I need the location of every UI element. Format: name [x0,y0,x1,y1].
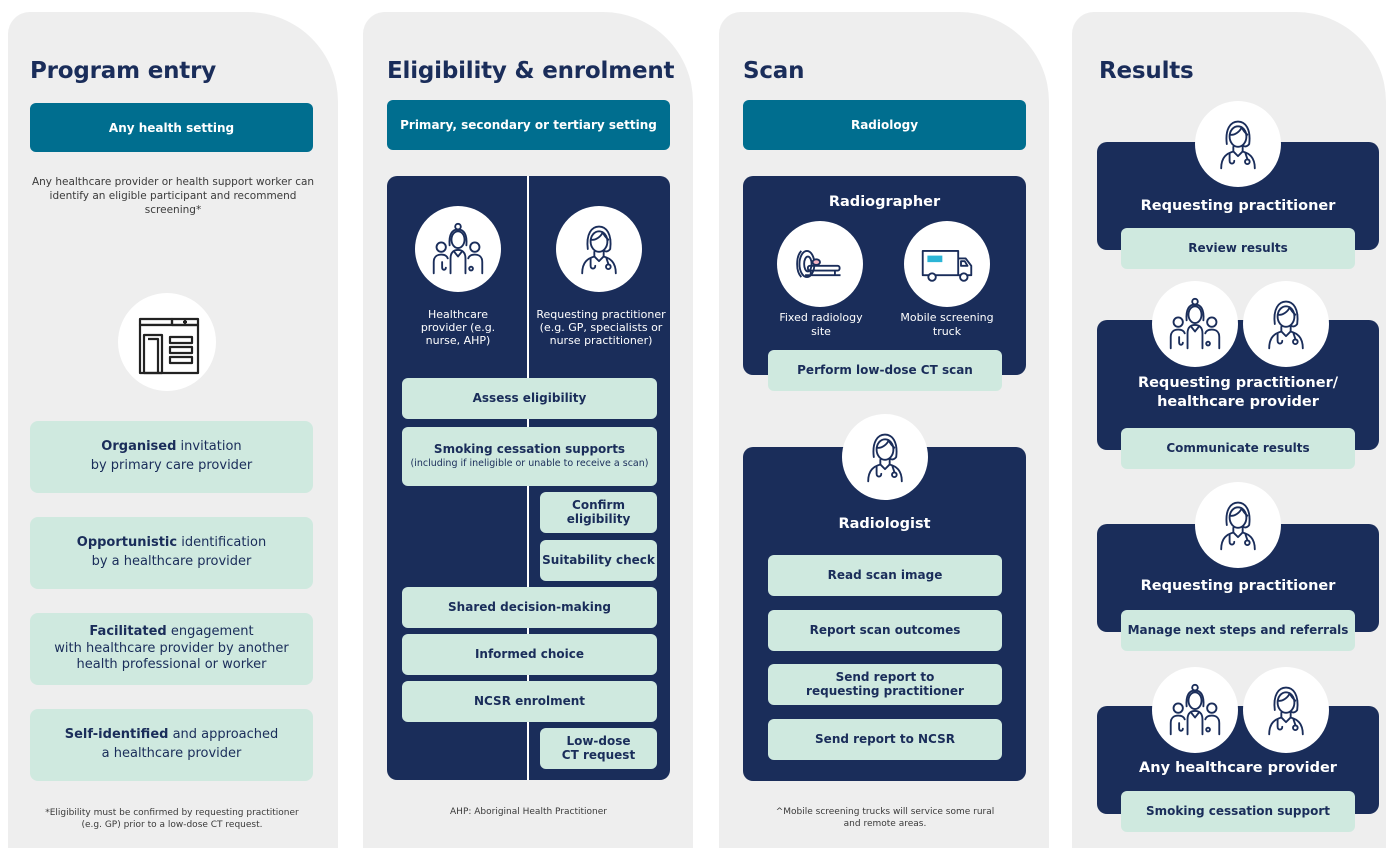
pathway-facilitated: Facilitated engagement with healthcare p… [30,613,313,685]
any-health-setting-banner: Any health setting [30,103,313,152]
manage-next-steps-step: Manage next steps and referrals [1121,610,1355,651]
healthcare-provider-label: Healthcare provider (e.g. nurse, AHP) [420,308,496,348]
eligibility-footnote: AHP: Aboriginal Health Practitioner [450,807,607,817]
screening-truck-icon [904,221,990,307]
entry-footnote: *Eligibility must be confirmed by reques… [45,808,299,831]
send-report-ncsr-step: Send report to NCSR [768,719,1002,760]
radiographer-title: Radiographer [828,194,941,210]
perform-ct-scan-step: Perform low-dose CT scan [768,350,1002,391]
smoking-cessation-supports-step: Smoking cessation supports (including if… [402,427,657,486]
program-entry-title: Program entry [30,58,217,84]
communicate-results-step: Communicate results [1121,428,1355,469]
low-dose-ct-request-step: Low-dose CT request [540,728,657,769]
suitability-check-step: Suitability check [540,540,657,581]
mobile-screening-truck-label: Mobile screening truck [900,311,994,338]
entry-description: Any healthcare provider or health suppor… [31,176,315,217]
results-doctor-icon-3 [1195,482,1281,568]
review-results-step: Review results [1121,228,1355,269]
read-scan-image-step: Read scan image [768,555,1002,596]
eligibility-title: Eligibility & enrolment [387,58,675,84]
pathway-self-identified: Self-identified and approached a healthc… [30,709,313,781]
radiologist-title: Radiologist [838,516,931,532]
hospital-building-icon [118,293,216,391]
ncsr-enrolment-step: NCSR enrolment [402,681,657,722]
informed-choice-step: Informed choice [402,634,657,675]
results-title: Results [1099,58,1194,84]
requesting-practitioner-label: Requesting practitioner (e.g. GP, specia… [536,308,666,348]
results-doctor-icon-4 [1243,667,1329,753]
send-report-practitioner-step: Send report to requesting practitioner [768,664,1002,705]
scan-footnote: ^Mobile screening trucks will service so… [775,807,995,830]
shared-decision-making-step: Shared decision-making [402,587,657,628]
radiologist-doctor-icon [842,414,928,500]
results-role-2: Requesting practitioner/ healthcare prov… [1137,375,1339,410]
group-icon [415,206,501,292]
fixed-radiology-site-label: Fixed radiology site [779,311,863,338]
smoking-cessation-support-step: Smoking cessation support [1121,791,1355,832]
report-scan-outcomes-step: Report scan outcomes [768,610,1002,651]
pathway-organised: Organised invitation by primary care pro… [30,421,313,493]
confirm-eligibility-step: Confirm eligibility [540,492,657,533]
assess-eligibility-step: Assess eligibility [402,378,657,419]
results-doctor-icon-2 [1243,281,1329,367]
results-role-3: Requesting practitioner [1140,578,1336,594]
radiology-banner: Radiology [743,100,1026,150]
results-group-icon-4 [1152,667,1238,753]
results-role-1: Requesting practitioner [1140,198,1336,214]
results-role-4: Any healthcare provider [1139,760,1337,776]
doctor-icon [556,206,642,292]
ct-scanner-icon [777,221,863,307]
scan-title: Scan [743,58,805,84]
pathway-opportunistic: Opportunistic identification by a health… [30,517,313,589]
primary-secondary-tertiary-banner: Primary, secondary or tertiary setting [387,100,670,150]
results-doctor-icon-1 [1195,101,1281,187]
results-group-icon-2 [1152,281,1238,367]
